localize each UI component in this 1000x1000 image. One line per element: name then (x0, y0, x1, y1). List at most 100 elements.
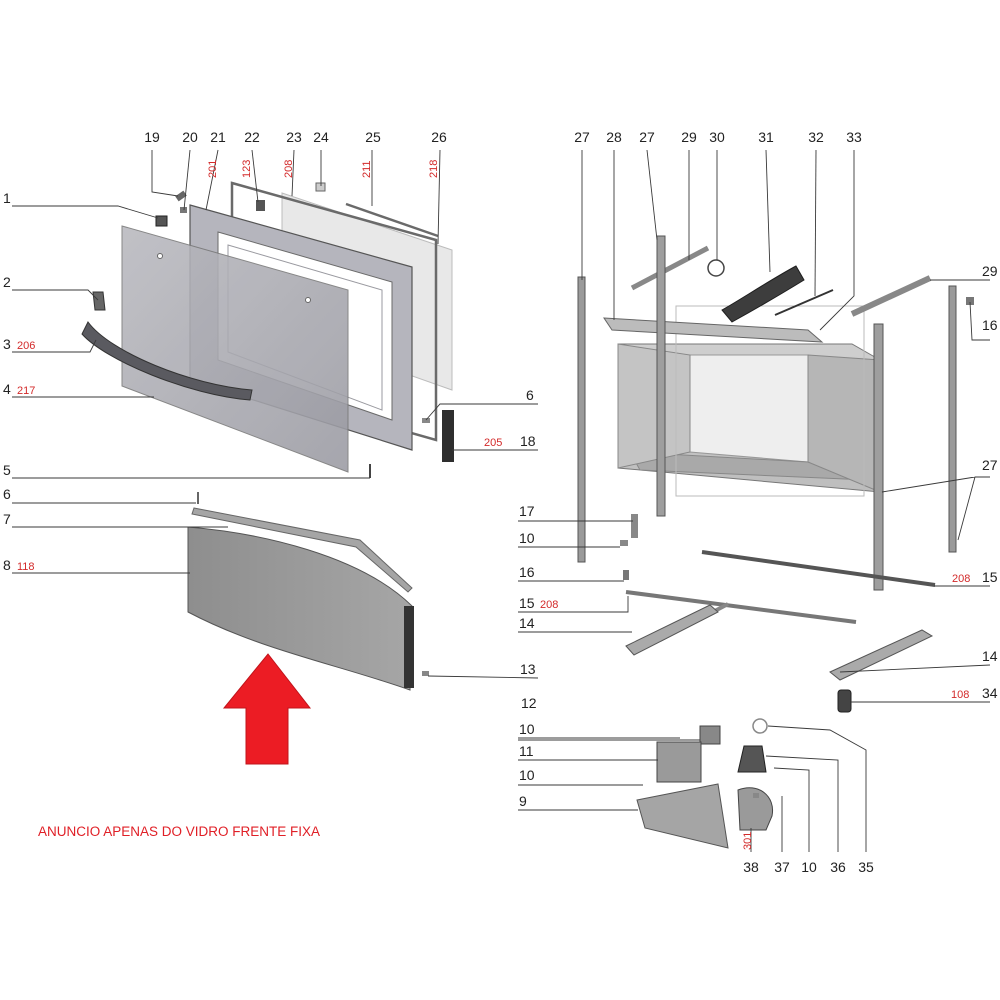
door-handle (81, 321, 253, 401)
board-part-12 (699, 725, 721, 745)
oven-body-assembly (577, 235, 974, 849)
label-3: 3 (3, 336, 11, 352)
right-top-labels: 27 28 27 29 30 31 32 33 (574, 129, 862, 145)
label-16-left: 16 (519, 564, 535, 580)
code-108: 108 (951, 689, 969, 701)
leader-31 (765, 149, 771, 273)
vertical-rail-center (656, 235, 666, 517)
hinge-cover-part-1 (155, 215, 168, 227)
fixed-glass-side-bracket (404, 606, 414, 688)
label-15-right: 15 (982, 569, 998, 585)
screw-part-16 (623, 570, 629, 580)
middle-labels: 17 10 16 15 208 14 12 10 11 10 9 (519, 503, 558, 809)
leader-1 (12, 205, 159, 219)
code-201: 201 (207, 160, 219, 178)
trim-strip-part-7 (191, 507, 413, 593)
label-10-c: 10 (519, 767, 535, 783)
label-21: 21 (210, 129, 226, 145)
oven-rear-frame (675, 305, 865, 497)
label-22: 22 (244, 129, 260, 145)
code-208: 208 (283, 160, 295, 178)
leader-32 (814, 149, 817, 297)
label-37: 37 (774, 859, 790, 875)
plate-part-9 (636, 783, 729, 849)
label-36: 36 (830, 859, 846, 875)
leader-20 (183, 149, 191, 211)
clamp-part-30 (707, 259, 725, 277)
code-208-right: 208 (952, 573, 970, 585)
fixed-front-glass-assembly (187, 492, 429, 691)
screw-part-20 (180, 207, 187, 213)
left-top-labels: 19 20 21 22 23 24 25 26 201 123 208 211 … (144, 129, 447, 178)
label-4: 4 (3, 381, 11, 397)
label-30: 30 (709, 129, 725, 145)
code-301: 301 (742, 832, 754, 850)
label-18: 18 (520, 433, 536, 449)
label-34: 34 (982, 685, 998, 701)
label-26: 26 (431, 129, 447, 145)
code-118: 118 (17, 561, 35, 573)
door-assembly (81, 181, 454, 478)
fan-inlet-part-36 (737, 745, 767, 773)
leader-27-b (646, 149, 658, 241)
label-15-left: 15 (519, 595, 535, 611)
label-27-b: 27 (639, 129, 655, 145)
top-channel-part-28 (603, 317, 824, 343)
code-208-left: 208 (540, 599, 558, 611)
base-channel-part-14-right (829, 629, 934, 681)
label-20: 20 (182, 129, 198, 145)
label-6: 6 (3, 486, 11, 502)
screw-part-13 (422, 671, 429, 676)
leader-3 (12, 339, 97, 353)
label-28: 28 (606, 129, 622, 145)
leader-13 (427, 675, 539, 679)
label-19: 19 (144, 129, 160, 145)
vertical-rail-left (577, 276, 586, 563)
label-11: 11 (519, 743, 534, 759)
leader-15-left (518, 596, 629, 613)
cable-part-32 (774, 289, 834, 316)
leader-26 (437, 149, 441, 245)
label-14-left: 14 (519, 615, 535, 631)
channel-part-29-right (850, 275, 932, 317)
label-17: 17 (519, 503, 535, 519)
glass-hole (305, 297, 311, 303)
oven-inner-back (689, 354, 809, 463)
hinge-part-18 (442, 410, 454, 462)
label-2: 2 (3, 274, 11, 290)
blower-part-38 (737, 787, 774, 831)
vertical-rail-right-front (873, 323, 884, 591)
leader-14-right (839, 664, 991, 673)
label-27-a: 27 (574, 129, 590, 145)
label-10-d: 10 (801, 859, 817, 875)
clip-part-19 (175, 190, 187, 202)
code-218: 218 (428, 160, 440, 178)
label-5: 5 (3, 462, 11, 478)
screw-part-16-right (966, 297, 974, 305)
code-205: 205 (484, 437, 502, 449)
left-side-labels: 1 2 3 206 4 217 5 6 7 8 118 (3, 190, 35, 573)
code-211: 211 (361, 160, 373, 178)
label-16-right: 16 (982, 317, 998, 333)
leader-10-d (773, 767, 810, 852)
label-24: 24 (313, 129, 329, 145)
vertical-rail-right-rear (948, 285, 957, 553)
channel-part-29-left (630, 245, 710, 291)
leader-22 (251, 149, 259, 203)
label-10-b: 10 (519, 721, 535, 737)
label-23: 23 (286, 129, 302, 145)
front-door-glass (121, 225, 349, 473)
clip-part-24 (315, 182, 326, 192)
label-29: 29 (681, 129, 697, 145)
label-14-right: 14 (982, 648, 998, 664)
leader-lines (12, 149, 991, 852)
label-29-right: 29 (982, 263, 998, 279)
label-31: 31 (758, 129, 774, 145)
label-1: 1 (3, 190, 11, 206)
oven-left-wall (617, 343, 691, 469)
leader-23 (291, 149, 295, 197)
right-side-labels: 29 16 27 15 208 14 34 108 (951, 263, 998, 701)
fixed-front-glass (187, 526, 413, 691)
